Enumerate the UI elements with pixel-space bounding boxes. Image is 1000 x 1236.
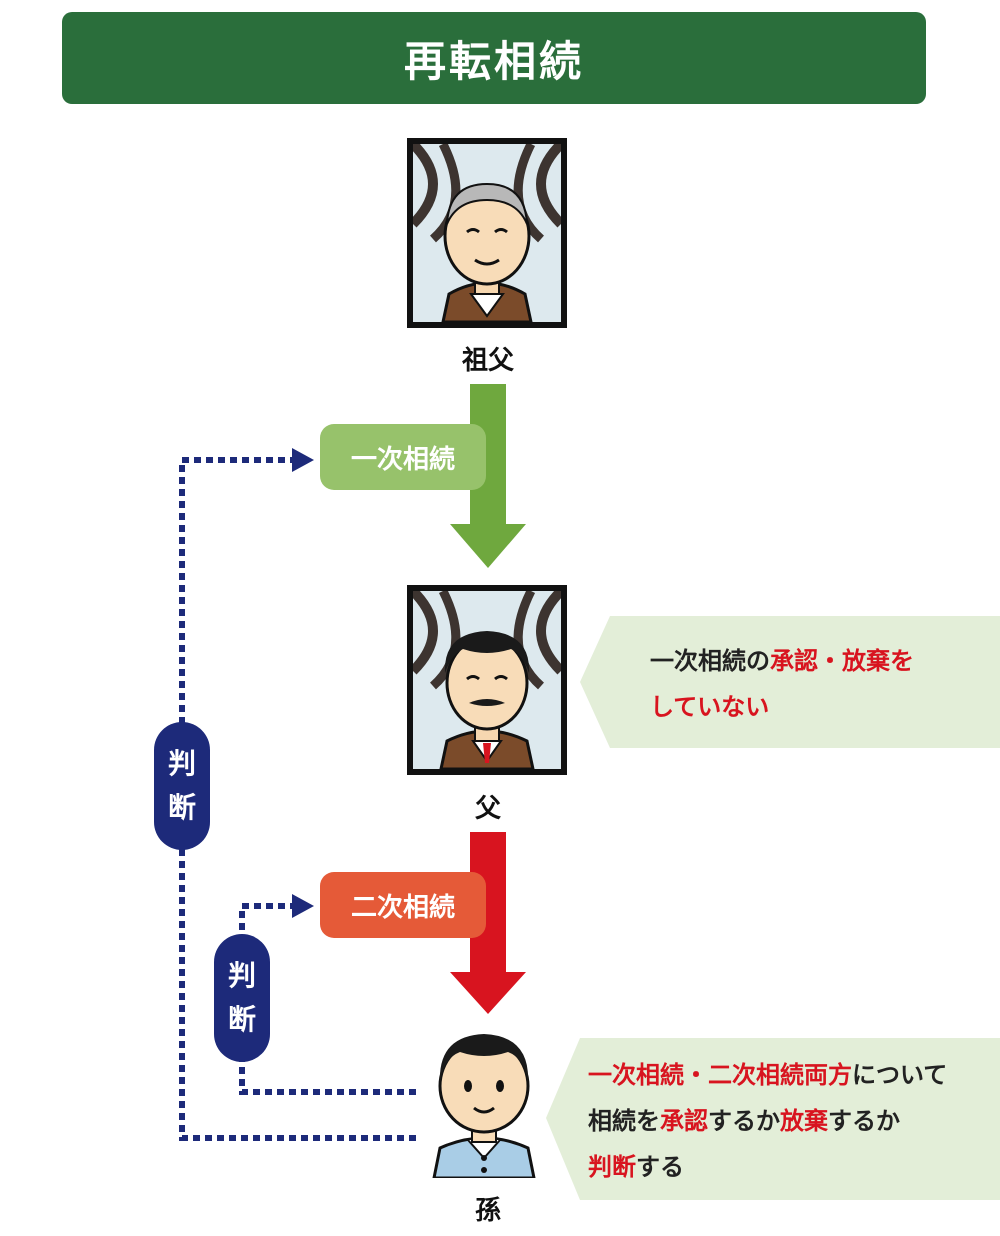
second-arrow-head <box>450 972 526 1014</box>
grandchild-note: 一次相続・二次相続両方について 相続を承認するか放棄するか 判断する <box>588 1052 994 1190</box>
second-inheritance-label: 二次相続 <box>320 872 486 938</box>
grandfather-label: 祖父 <box>461 346 514 376</box>
grandchild-note-part5: するか <box>708 1107 780 1135</box>
father-portrait <box>407 585 567 775</box>
first-arrow-head <box>450 524 526 568</box>
judgment-char-2: 断 <box>227 1003 256 1036</box>
grandchild-note-part3: 相続を <box>588 1107 660 1135</box>
judgment-badge-outer: 判 断 <box>154 722 210 850</box>
father-note: 一次相続の承認・放棄を していない <box>650 638 990 730</box>
father-note-part3: していない <box>650 693 770 721</box>
outer-judgment-arrowhead <box>292 448 314 472</box>
judgment-char-1: 判 <box>227 959 256 992</box>
grandchild-note-part1: 一次相続・二次相続両方 <box>588 1061 852 1089</box>
judgment-char-1: 判 <box>167 747 196 780</box>
inner-judgment-arrowhead <box>292 894 314 918</box>
grandchild-note-part7: するか <box>828 1107 900 1135</box>
grandchild-note-part4: 承認 <box>660 1107 708 1135</box>
father-note-callout <box>580 616 1000 748</box>
grandchild-note-part2: について <box>852 1061 948 1089</box>
grandchild-note-callout <box>546 1038 1000 1200</box>
father-note-part2: 承認・放棄を <box>770 647 914 675</box>
father-note-part1: 一次相続の <box>650 647 770 675</box>
first-inheritance-label: 一次相続 <box>320 424 486 490</box>
page-title: 再転相続 <box>62 12 926 104</box>
father-label: 父 <box>474 794 501 824</box>
judgment-badge-inner: 判 断 <box>214 934 270 1062</box>
grandchild-figure <box>428 1024 540 1180</box>
judgment-char-2: 断 <box>167 791 196 824</box>
grandchild-note-part9: する <box>636 1153 684 1181</box>
grandchild-note-part8: 判断 <box>588 1153 636 1181</box>
grandfather-portrait <box>407 138 567 328</box>
grandchild-label: 孫 <box>474 1196 501 1226</box>
grandchild-note-part6: 放棄 <box>780 1107 828 1135</box>
